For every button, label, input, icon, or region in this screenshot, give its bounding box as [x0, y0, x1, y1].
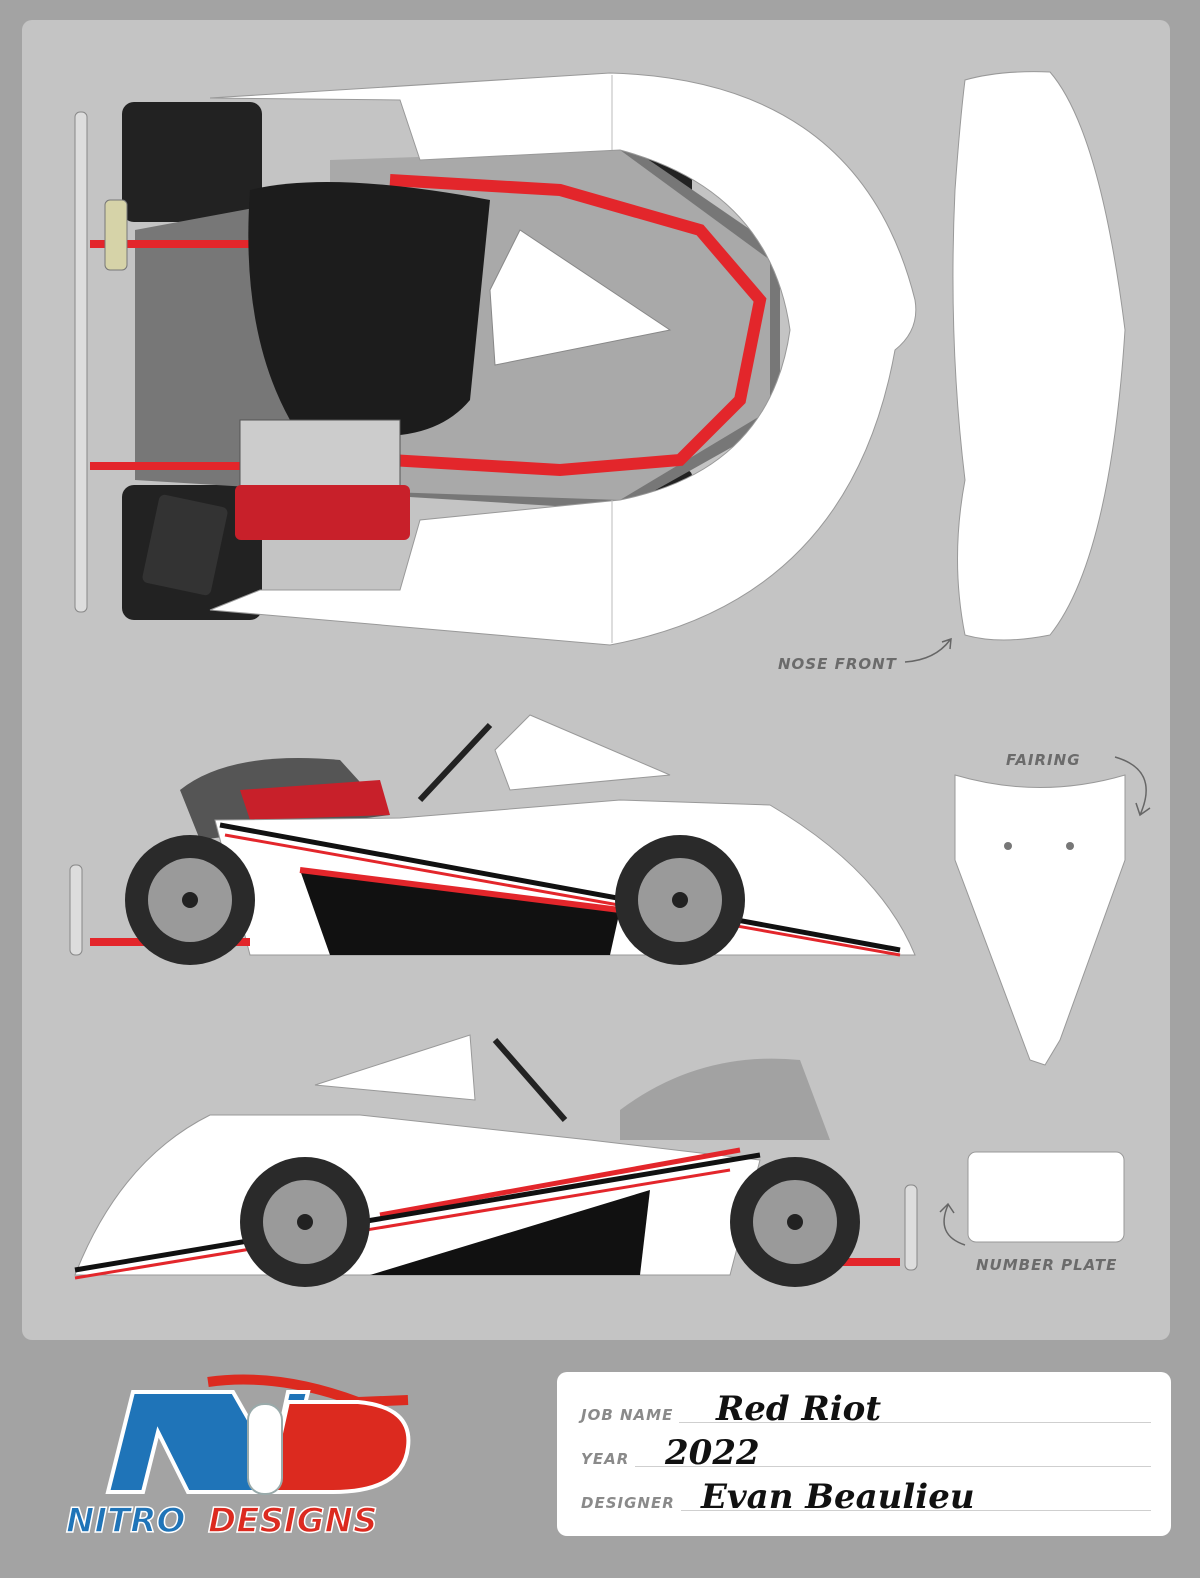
kart-side-view-right [74, 1034, 918, 1287]
nose-front-label: NOSE FRONT [778, 655, 897, 673]
number-plate-label: NUMBER PLATE [976, 1256, 1118, 1274]
kart-side-view-left [69, 714, 916, 965]
designer-label: DESIGNER [581, 1494, 681, 1512]
designer-value: Evan Beaulieu [701, 1477, 975, 1517]
number-plate-panel [967, 1151, 1125, 1243]
job-name-value: Red Riot [716, 1389, 882, 1429]
year-label: YEAR [581, 1450, 636, 1468]
arrow-icon [1114, 756, 1151, 817]
kart-top-view [74, 72, 917, 646]
logo-text-designs: DESIGNS [208, 1501, 377, 1541]
nitro-designs-logo: NITRO DESIGNS [58, 1362, 468, 1542]
designer-row: DESIGNER Evan Beaulieu [581, 1470, 1151, 1517]
design-template-panel: NOSE FRONT FAIRING NUMBER PLATE [22, 20, 1170, 1340]
job-name-label: JOB NAME [581, 1406, 680, 1424]
arrow-icon [904, 637, 952, 663]
nose-front-panel [952, 71, 1126, 641]
fairing-panel [954, 774, 1126, 1066]
arrow-icon [939, 1202, 966, 1246]
fairing-label: FAIRING [1006, 751, 1081, 769]
logo-text-nitro: NITRO [66, 1501, 185, 1541]
year-row: YEAR 2022 [581, 1426, 1151, 1473]
job-name-row: JOB NAME Red Riot [581, 1382, 1151, 1429]
year-value: 2022 [665, 1433, 760, 1473]
job-info-card: JOB NAME Red Riot YEAR 2022 DESIGNER Eva… [557, 1372, 1171, 1536]
